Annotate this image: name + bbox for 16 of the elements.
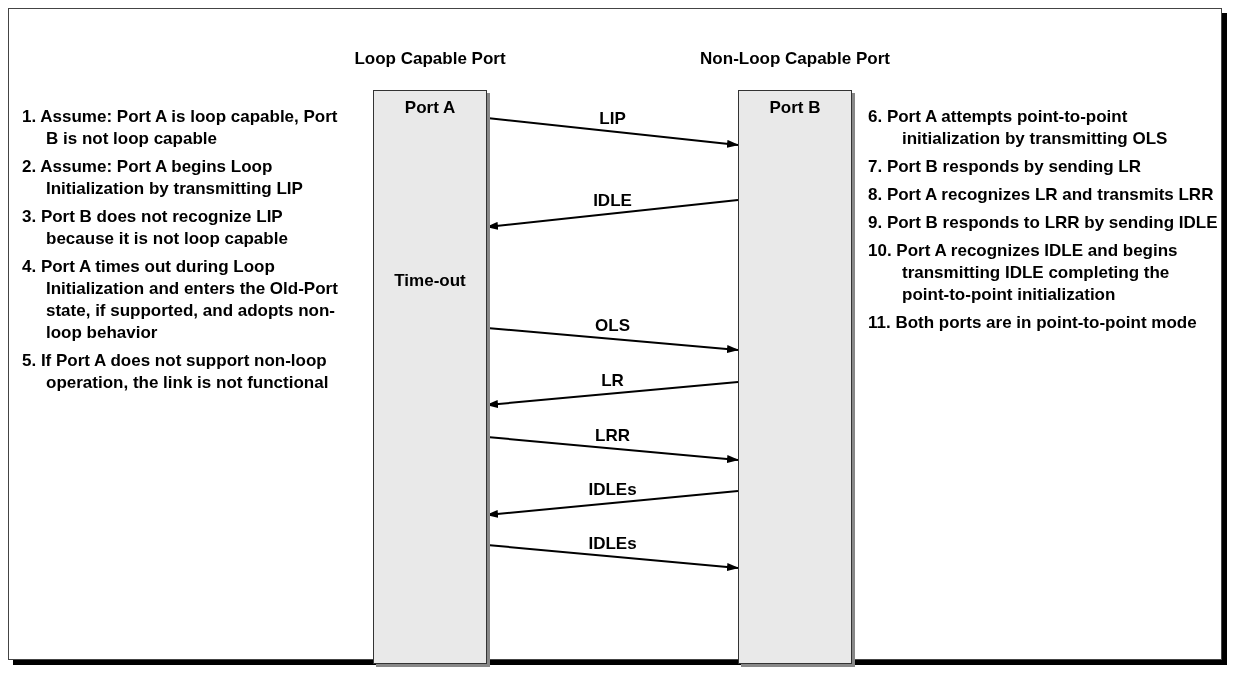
port-name: Port A bbox=[403, 97, 457, 118]
port-name: Port B bbox=[768, 97, 822, 118]
state-text: Time-out bbox=[393, 271, 467, 291]
step-note: 8. Port A recognizes LR and transmits LRR bbox=[868, 184, 1215, 206]
step-note: 9. Port B responds to LRR by sending IDLE bbox=[868, 212, 1219, 234]
step-note: 7. Port B responds by sending LR bbox=[868, 156, 1142, 178]
step-note: 1. Assume: Port A is loop capable, Port B is not loop capable bbox=[22, 106, 339, 150]
port-heading: Non-Loop Capable Port bbox=[700, 49, 890, 69]
port-heading: Loop Capable Port bbox=[354, 49, 506, 69]
step-note: 2. Assume: Port A begins Loop Initialization by transmitting LIP bbox=[22, 156, 304, 200]
step-note: 11. Both ports are in point-to-point mode bbox=[868, 312, 1198, 334]
step-note: 5. If Port A does not support non-loop operation, the link is not functional bbox=[22, 350, 330, 394]
step-note: 4. Port A times out during Loop Initialization and enters the Old-Port state, if supported, and adopts non-loop behavior bbox=[22, 256, 339, 344]
step-note: 3. Port B does not recognize LIP because it is not loop capable bbox=[22, 206, 289, 250]
step-note: 6. Port A attempts point-to-point initialization by transmitting OLS bbox=[868, 106, 1169, 150]
step-note: 10. Port A recognizes IDLE and begins transmitting IDLE completing the point-to-point initialization bbox=[868, 240, 1179, 306]
